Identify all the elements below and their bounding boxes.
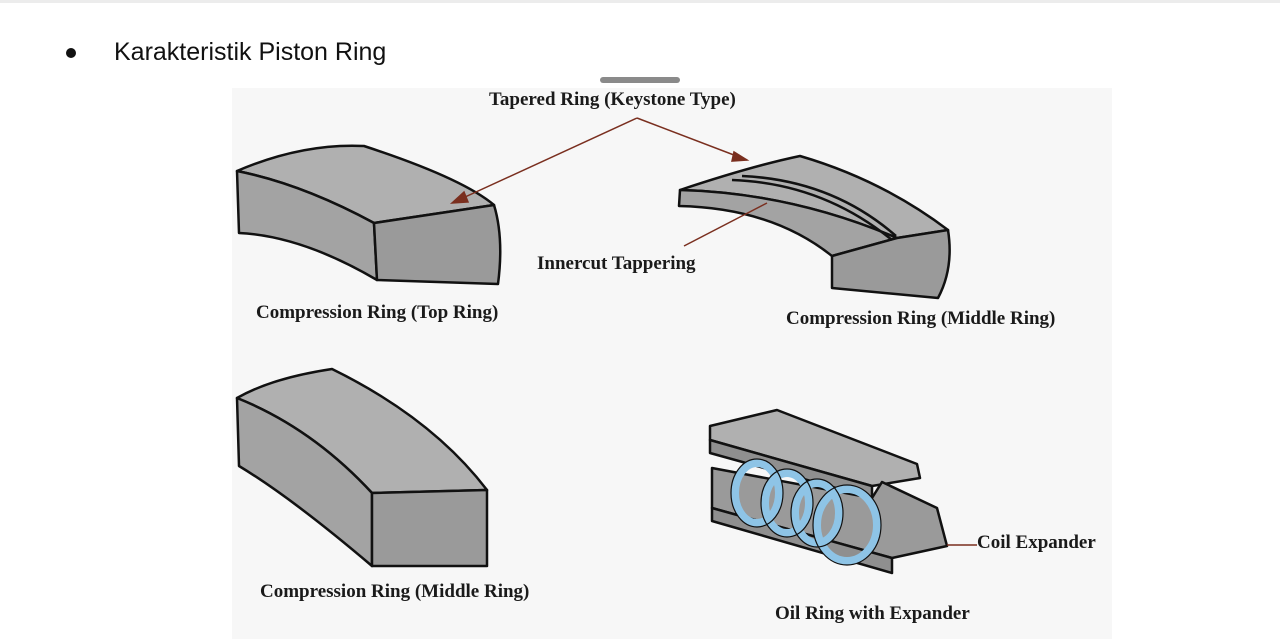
piston-ring-diagram (235, 117, 977, 575)
scroll-indicator[interactable] (600, 77, 680, 83)
compression-middle-ring-tapered-shape (677, 154, 951, 300)
bullet-icon (66, 47, 76, 58)
coil-expander-shape (730, 458, 882, 566)
top-divider (0, 0, 1280, 3)
compression-middle-ring-shape (235, 367, 489, 568)
piston-ring-figure: Tapered Ring (Keystone Type) Innercut Ta… (232, 88, 1112, 639)
compression-top-ring-shape (235, 144, 502, 286)
label-oil-ring: Oil Ring with Expander (775, 603, 970, 624)
leader-lines (449, 117, 977, 546)
label-tapered-ring: Tapered Ring (Keystone Type) (489, 89, 736, 110)
label-compression-middle-ring-left: Compression Ring (Middle Ring) (260, 581, 530, 602)
label-coil-expander: Coil Expander (977, 532, 1096, 553)
label-compression-top-ring: Compression Ring (Top Ring) (256, 302, 499, 323)
label-compression-middle-ring-right: Compression Ring (Middle Ring) (786, 308, 1056, 329)
label-innercut-tapering: Innercut Tappering (537, 253, 696, 274)
bullet-text: Karakteristik Piston Ring (114, 38, 387, 66)
bullet-item: Karakteristik Piston Ring (66, 38, 386, 67)
